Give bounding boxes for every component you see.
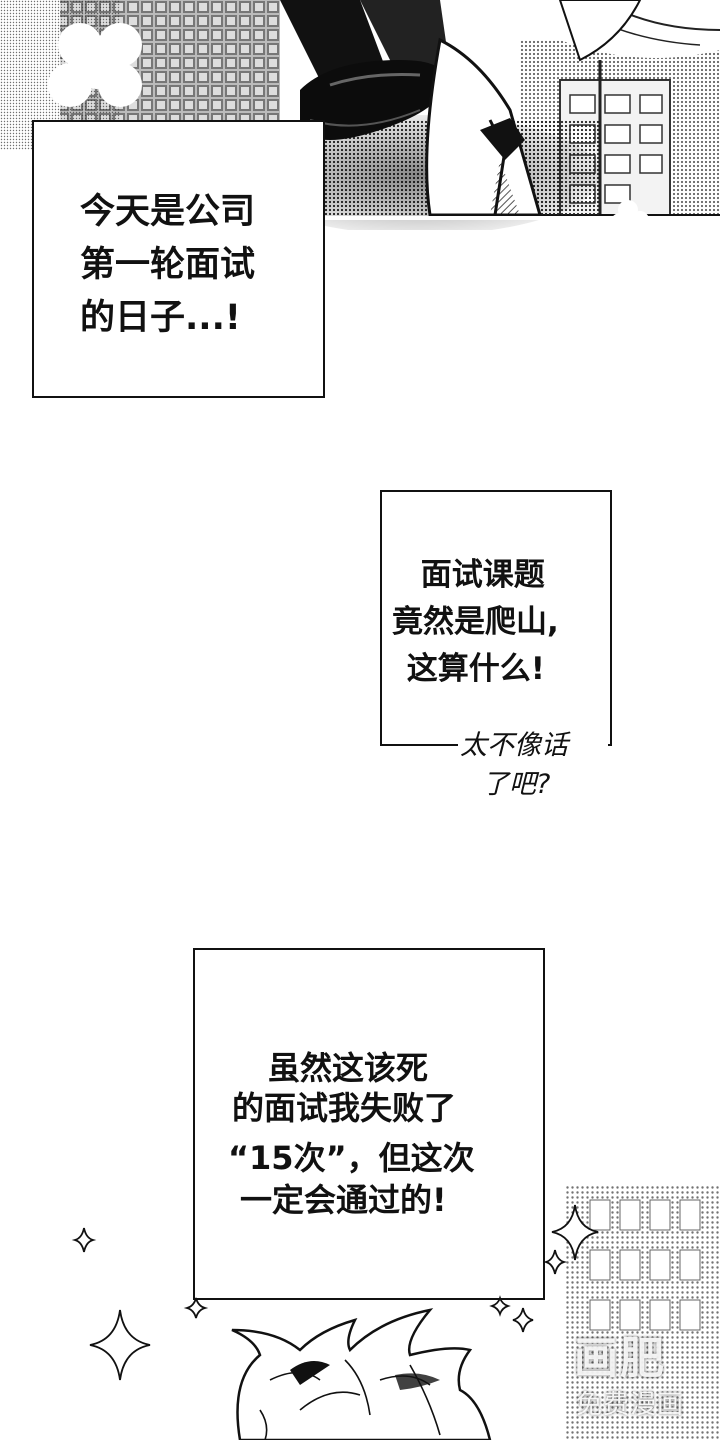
narration-text-1-line-3: 的日子...! [80, 298, 241, 338]
narration-text-3-line-4: 一定会通过的! [240, 1181, 447, 1219]
narration-text-2-line-3: 这算什么! [396, 651, 545, 687]
aside-text-line-1: 太不像话 [460, 730, 568, 761]
narration-text-2-line-1: 面试课题 [410, 557, 545, 593]
aside-white-patch [458, 728, 608, 762]
narration-text-3-line-1: 虽然这该死 [268, 1049, 429, 1087]
watermark-text: 免费漫画 [576, 1390, 685, 1420]
narration-text-1-line-2: 第一轮面试 [80, 245, 256, 285]
aside-text-line-2: 了吧? [482, 769, 551, 800]
bottom-manga-illustration [71, 1185, 720, 1440]
narration-box-1 [32, 120, 325, 398]
narration-text-1-line-1: 今天是公司 [80, 192, 256, 232]
narration-text-2-line-2: 竟然是爬山, [392, 604, 559, 640]
narration-text-3-line-2: 的面试我失败了 [232, 1089, 457, 1127]
top-manga-illustration [0, 0, 720, 230]
narration-text-3-line-3: “15次”，但这次 [228, 1139, 475, 1177]
watermark-logo: 画肥 [574, 1333, 666, 1384]
narration-box-3 [193, 948, 545, 1300]
